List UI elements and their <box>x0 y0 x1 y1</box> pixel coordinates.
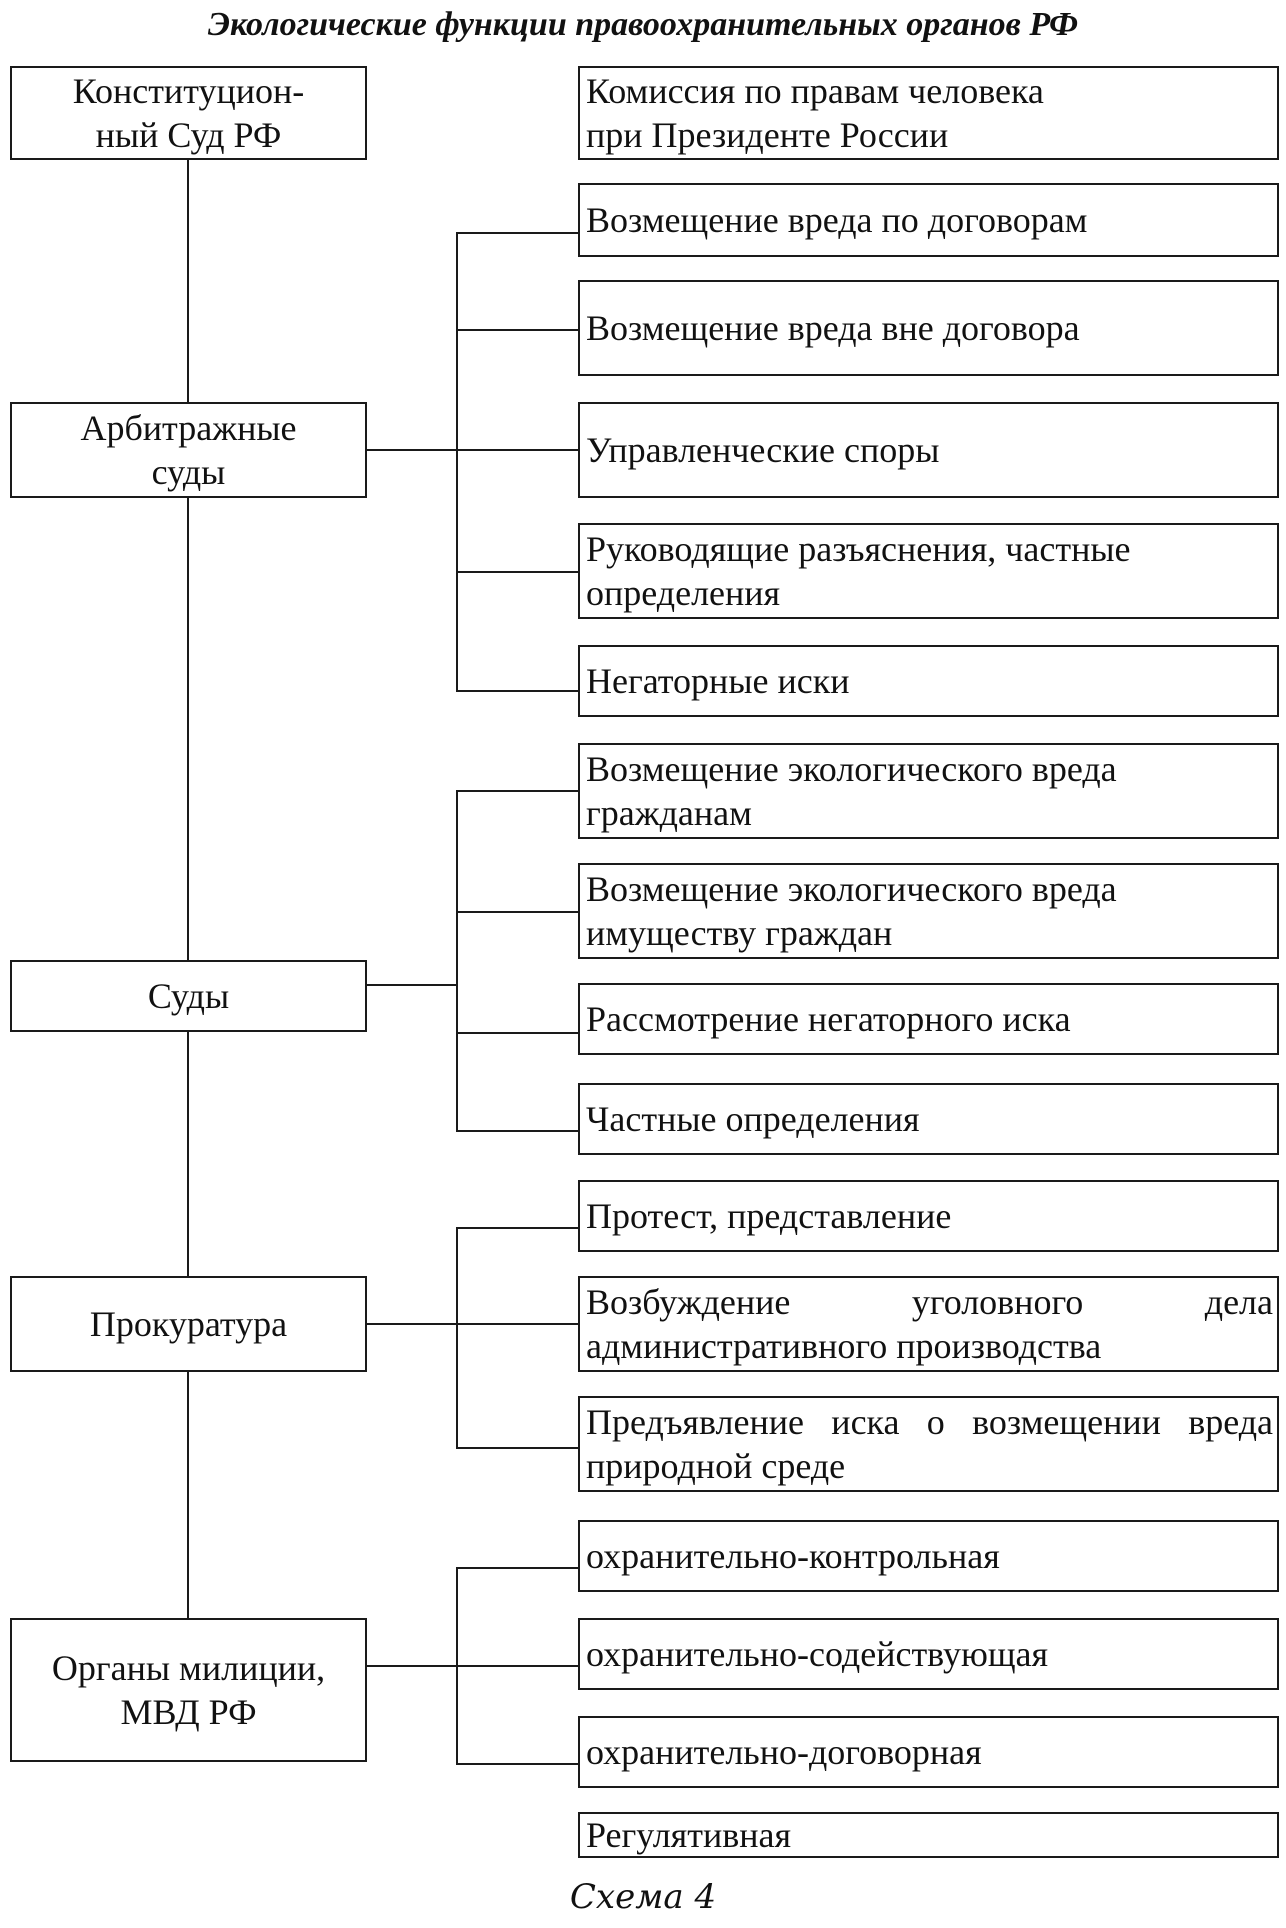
branch-arbitration-bus <box>456 232 458 692</box>
branch-arbitration-tick <box>456 690 578 692</box>
node-prosecutor: Прокуратура <box>10 1276 367 1372</box>
node-non-contract-damage: Возмещение вреда вне договора <box>578 280 1279 376</box>
branch-courts-tick <box>456 1130 578 1132</box>
spine-connector <box>187 158 189 1620</box>
branch-arbitration-tick <box>456 449 578 451</box>
node-protest: Протест, представление <box>578 1180 1279 1252</box>
node-eco-damage-citizens: Возмещение экологического вреда граждана… <box>578 743 1279 839</box>
node-constitutional-court: Конституцион- ный Суд РФ <box>10 66 367 160</box>
branch-police-stem <box>367 1665 458 1667</box>
branch-arbitration-tick <box>456 232 578 234</box>
branch-prosecutor-bus <box>456 1227 458 1449</box>
node-regulatory: Регулятивная <box>578 1812 1279 1858</box>
branch-prosecutor-stem <box>367 1323 458 1325</box>
node-police: Органы милиции, МВД РФ <box>10 1618 367 1762</box>
branch-arbitration-stem <box>367 449 458 451</box>
branch-arbitration-tick <box>456 571 578 573</box>
node-management-disputes: Управленческие споры <box>578 402 1279 498</box>
branch-courts-bus <box>456 790 458 1132</box>
node-contract-damage: Возмещение вреда по договорам <box>578 183 1279 257</box>
branch-courts-tick <box>456 1032 578 1034</box>
branch-prosecutor-tick <box>456 1447 578 1449</box>
branch-courts-tick <box>456 790 578 792</box>
node-protective-control: охранительно-контрольная <box>578 1520 1279 1592</box>
branch-courts-stem <box>367 984 458 986</box>
node-negatory-claims: Негаторные иски <box>578 645 1279 717</box>
node-private-rulings: Частные определения <box>578 1083 1279 1155</box>
branch-arbitration-tick <box>456 329 578 331</box>
diagram-title: Экологические функции правоохранительных… <box>207 6 1079 43</box>
node-negatory-claim-review: Рассмотрение негаторного иска <box>578 983 1279 1055</box>
node-protective-assistance: охранительно-содействующая <box>578 1618 1279 1690</box>
node-arbitration-courts: Арбитражные суды <box>10 402 367 498</box>
branch-police-tick <box>456 1665 578 1667</box>
node-criminal-case: Возбуждение уголовного дела администрати… <box>578 1276 1279 1372</box>
node-guiding-clarifications: Руководящие разъяснения, частные определ… <box>578 523 1279 619</box>
node-human-rights-commission: Комиссия по правам человека при Президен… <box>578 66 1279 160</box>
node-protective-contract: охранительно-договорная <box>578 1716 1279 1788</box>
branch-police-tick <box>456 1567 578 1569</box>
branch-prosecutor-tick <box>456 1227 578 1229</box>
branch-police-tick <box>456 1763 578 1765</box>
branch-prosecutor-tick <box>456 1323 578 1325</box>
node-courts: Суды <box>10 960 367 1032</box>
node-damage-claim: Предъявление иска о возмещении вреда при… <box>578 1396 1279 1492</box>
branch-courts-tick <box>456 911 578 913</box>
node-eco-damage-property: Возмещение экологического вреда имуществ… <box>578 863 1279 959</box>
diagram-caption: Схема 4 <box>569 1877 717 1917</box>
